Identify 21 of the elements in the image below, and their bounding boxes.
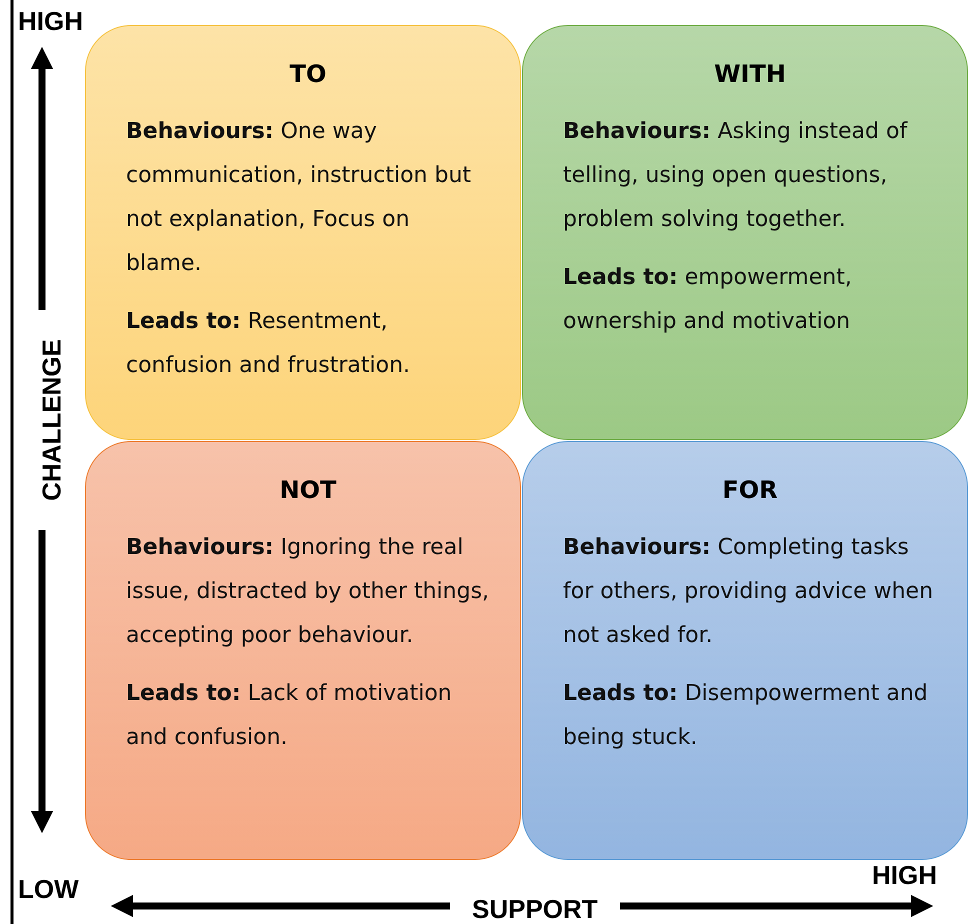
leads-to-text: Leads to: Disempowerment and being stuck. bbox=[563, 680, 929, 752]
axis-title: CHALLENGE bbox=[36, 339, 68, 501]
quadrant-title: WITH bbox=[713, 60, 787, 88]
quadrant-title: FOR bbox=[721, 476, 779, 504]
behaviours-text: Behaviours: Completing tasks for others, providing advice when not asked for. bbox=[563, 534, 934, 650]
behaviours-text: Behaviours: Ignoring the real issue, distracted by other things, accepting poor behaviour. bbox=[126, 534, 490, 650]
quadrant-card bbox=[85, 441, 521, 860]
behaviours-text: Behaviours: One way communication, instruction but not explanation, Focus on blame. bbox=[126, 118, 472, 278]
leads-to-text: Leads to: Lack of motivation and confusion. bbox=[126, 680, 453, 752]
behaviours-text: Behaviours: Asking instead of telling, using open questions, problem solving together. bbox=[563, 118, 909, 234]
quadrant-card bbox=[85, 25, 521, 440]
axis-title: SUPPORT bbox=[472, 894, 598, 924]
leads-to-text: Leads to: empowerment, ownership and motivation bbox=[563, 264, 853, 336]
quadrant-title: NOT bbox=[278, 476, 338, 504]
axis-label: HIGH bbox=[872, 860, 937, 891]
axis-label: HIGH bbox=[18, 6, 83, 37]
leads-to-text: Leads to: Resentment, confusion and frustration. bbox=[126, 308, 412, 380]
axis-label: LOW bbox=[18, 874, 79, 905]
quadrant-card bbox=[522, 25, 968, 440]
quadrant-card bbox=[522, 441, 968, 860]
quadrant-title: TO bbox=[288, 60, 328, 88]
